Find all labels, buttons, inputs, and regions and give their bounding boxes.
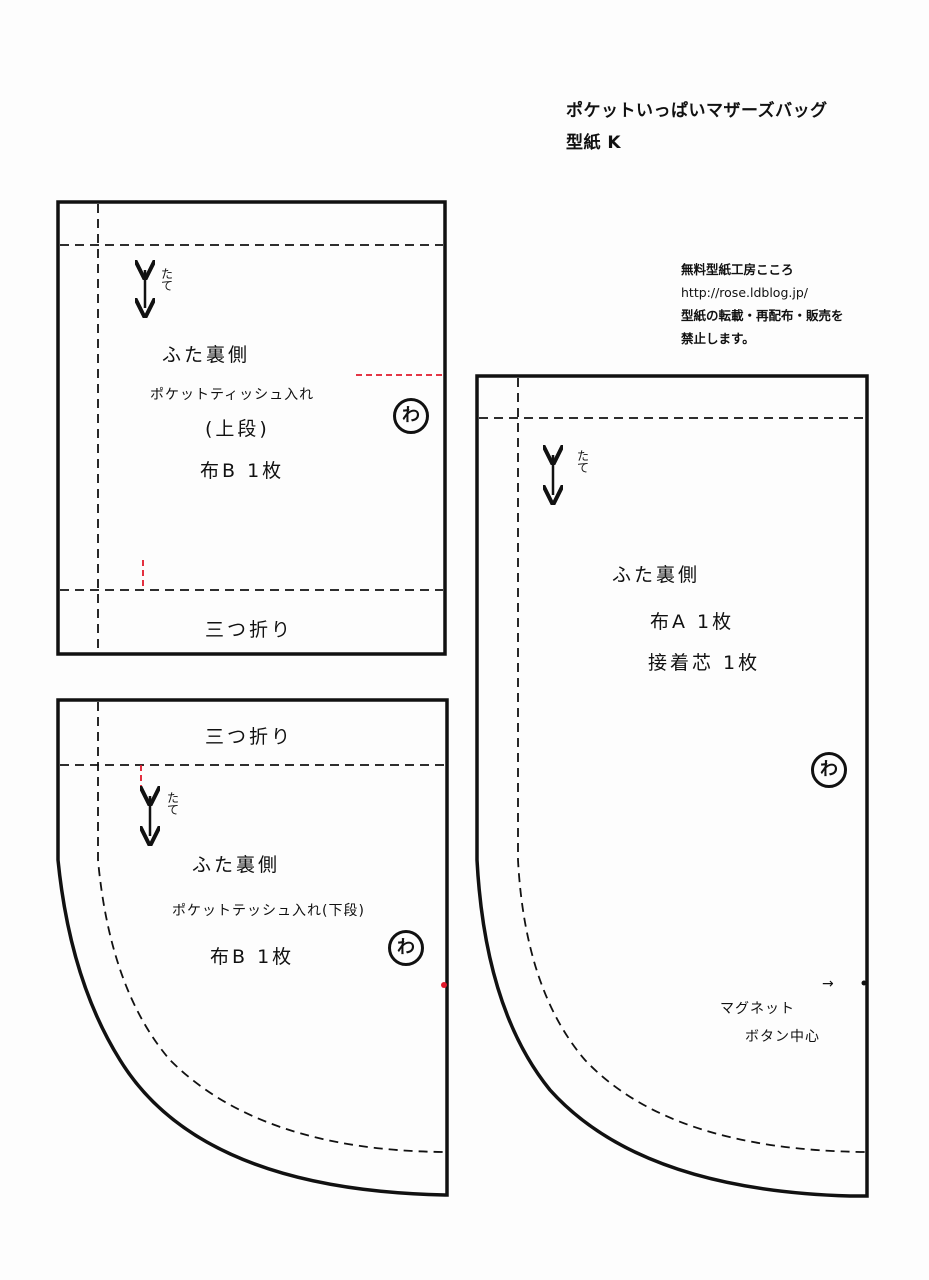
page-subtitle: 型紙 K — [566, 133, 622, 153]
piece2-outline — [56, 698, 449, 1197]
info-line-4: 禁止します。 — [681, 331, 755, 346]
piece1-purpose: ポケットティッシュ入れ — [150, 387, 315, 403]
piece2-purpose: ポケットテッシュ入れ(下段) — [172, 903, 365, 919]
piece2-fold-mark-icon: わ — [388, 930, 424, 966]
piece1-fold-mark-icon: わ — [393, 398, 429, 434]
info-url: http://rose.ldblog.jp/ — [681, 285, 808, 300]
info-block: 無料型紙工房こころ http://rose.ldblog.jp/ 型紙の転載・再… — [681, 258, 844, 350]
piece3-interfacing: 接着芯 1枚 — [648, 652, 761, 674]
piece3-name: ふた裏側 — [612, 564, 701, 586]
piece3-fabric: 布A 1枚 — [650, 611, 735, 633]
piece2-name: ふた裏側 — [192, 854, 281, 876]
piece2-fold-label: 三つ折り — [205, 726, 294, 748]
piece1-grain-label: たて — [160, 267, 173, 293]
piece3-grain-label: たて — [576, 449, 589, 475]
piece1-outline — [56, 200, 447, 656]
piece2-grain-label: たて — [166, 791, 179, 817]
piece3-fold-mark-icon: わ — [811, 752, 847, 788]
piece3-outline — [475, 374, 869, 1198]
magnet-label-line2: ボタン中心 — [745, 1029, 820, 1045]
info-line-1: 無料型紙工房こころ — [681, 262, 794, 277]
magnet-arrow-icon: → — [822, 976, 835, 992]
piece1-level: (上段) — [205, 418, 270, 440]
piece1-fold-label: 三つ折り — [205, 619, 294, 641]
magnet-button-dot — [861, 980, 867, 986]
piece2-fabric: 布B 1枚 — [210, 946, 295, 968]
magnet-label-line1: マグネット — [720, 1001, 795, 1017]
piece1-fabric: 布B 1枚 — [200, 460, 285, 482]
page-title: ポケットいっぱいマザーズバッグ — [566, 101, 828, 121]
piece2-red-dot — [441, 982, 447, 988]
piece1-name: ふた裏側 — [162, 344, 251, 366]
info-line-3: 型紙の転載・再配布・販売を — [681, 308, 844, 323]
